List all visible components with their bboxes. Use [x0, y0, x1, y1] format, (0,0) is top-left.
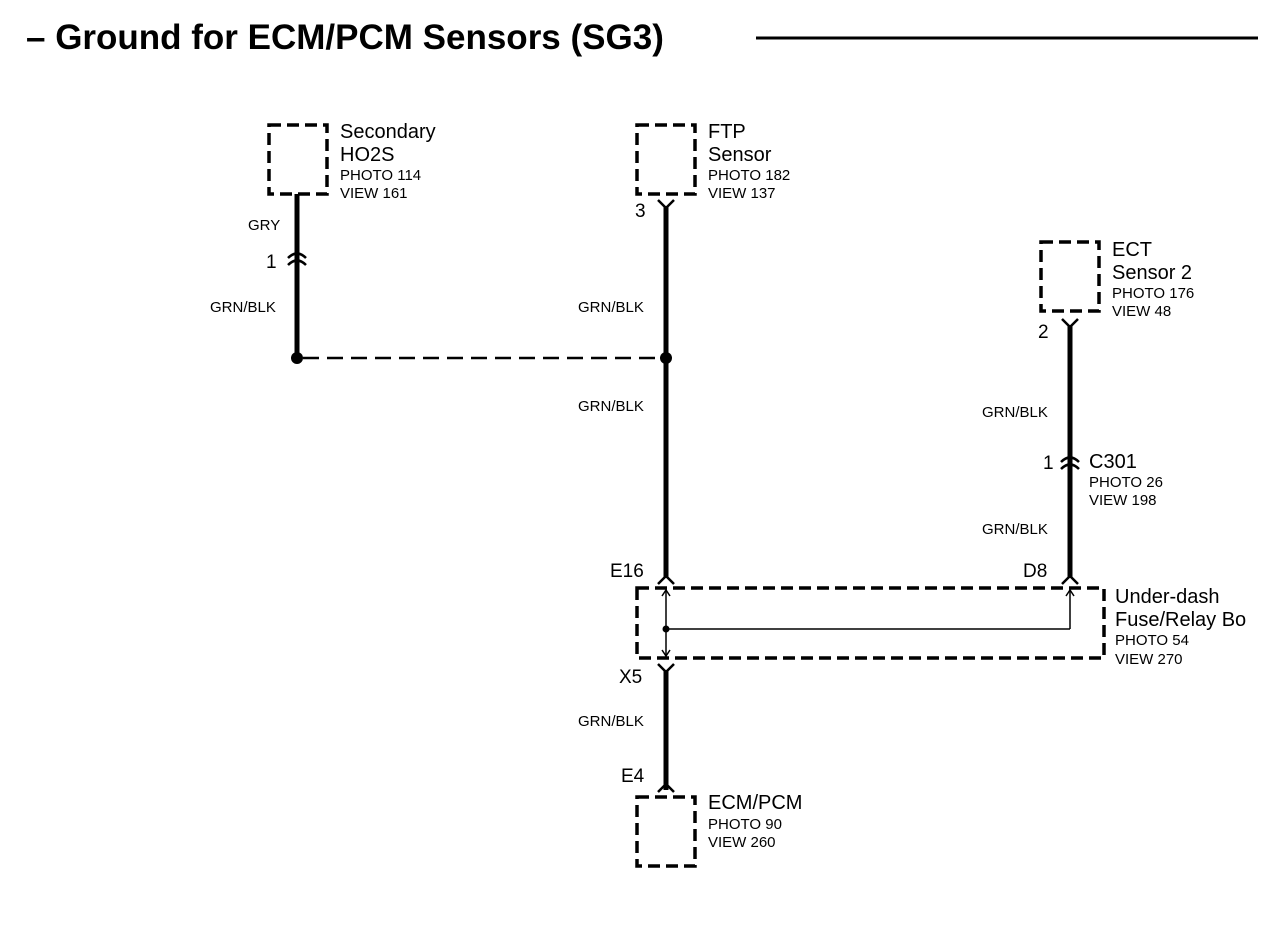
- ftp-sensor-name-1: FTP: [708, 121, 746, 143]
- underdash-box-photo: PHOTO 54: [1115, 632, 1189, 649]
- c301-name: C301: [1089, 451, 1137, 473]
- ftp-wire-label-lower: GRN/BLK: [578, 398, 644, 415]
- ho2s-wire-label-gry: GRY: [248, 217, 280, 234]
- c301-photo: PHOTO 26: [1089, 474, 1163, 491]
- ect-wire-label-upper: GRN/BLK: [982, 404, 1048, 421]
- ecm-pcm-photo: PHOTO 90: [708, 816, 782, 833]
- ftp-wire-label-upper: GRN/BLK: [578, 299, 644, 316]
- pin-d8: D8: [1023, 561, 1047, 582]
- ect-sensor-name-2: Sensor 2: [1112, 262, 1192, 284]
- c301-view: VIEW 198: [1089, 492, 1157, 509]
- ho2s-pin-number: 1: [266, 252, 277, 273]
- ect-wire-label-lower: GRN/BLK: [982, 521, 1048, 538]
- underdash-box-name-1: Under-dash: [1115, 586, 1220, 608]
- ftp-sensor-photo: PHOTO 182: [708, 167, 790, 184]
- ecm-pcm-name: ECM/PCM: [708, 792, 802, 814]
- ho2s-connector-symbol: [287, 252, 307, 266]
- ect-sensor2-component: ECT Sensor 2 PHOTO 176 VIEW 48: [1039, 239, 1194, 320]
- ecm-pcm-component: ECM/PCM PHOTO 90 VIEW 260: [635, 792, 802, 868]
- ho2s-wire-label-grnblk: GRN/BLK: [210, 299, 276, 316]
- c301-connector-symbol: [1060, 456, 1080, 470]
- secondary-ho2s-name-1: Secondary: [340, 121, 436, 143]
- ecm-wire-label: GRN/BLK: [578, 713, 644, 730]
- ftp-pin-number: 3: [635, 201, 646, 222]
- diagram-title: – Ground for ECM/PCM Sensors (SG3): [26, 18, 664, 57]
- ecm-pcm-view: VIEW 260: [708, 834, 776, 851]
- ect-pin-number: 2: [1038, 322, 1049, 343]
- ftp-splice-point: [660, 352, 672, 364]
- c301-pin-number: 1: [1043, 453, 1054, 474]
- underdash-box-view: VIEW 270: [1115, 651, 1183, 668]
- underdash-box-name-2: Fuse/Relay Bo: [1115, 609, 1246, 631]
- ect-sensor-photo: PHOTO 176: [1112, 285, 1194, 302]
- ect-sensor-view: VIEW 48: [1112, 303, 1171, 320]
- secondary-ho2s-name-2: HO2S: [340, 144, 394, 166]
- ftp-sensor-name-2: Sensor: [708, 144, 772, 166]
- underdash-fuse-relay-box: [635, 586, 1106, 660]
- ftp-sensor-component: FTP Sensor PHOTO 182 VIEW 137: [635, 121, 790, 202]
- d8-terminal: [1061, 574, 1079, 585]
- secondary-ho2s-view: VIEW 161: [340, 185, 408, 202]
- pin-e16: E16: [610, 561, 644, 582]
- e16-terminal: [657, 574, 675, 585]
- secondary-ho2s-component: Secondary HO2S PHOTO 114 VIEW 161: [267, 121, 436, 202]
- ho2s-splice-point: [291, 352, 303, 364]
- secondary-ho2s-photo: PHOTO 114: [340, 167, 421, 184]
- ftp-sensor-view: VIEW 137: [708, 185, 776, 202]
- pin-x5: X5: [619, 667, 642, 688]
- ect-sensor-name-1: ECT: [1112, 239, 1152, 261]
- pin-e4: E4: [621, 766, 645, 787]
- e4-terminal: [657, 782, 675, 793]
